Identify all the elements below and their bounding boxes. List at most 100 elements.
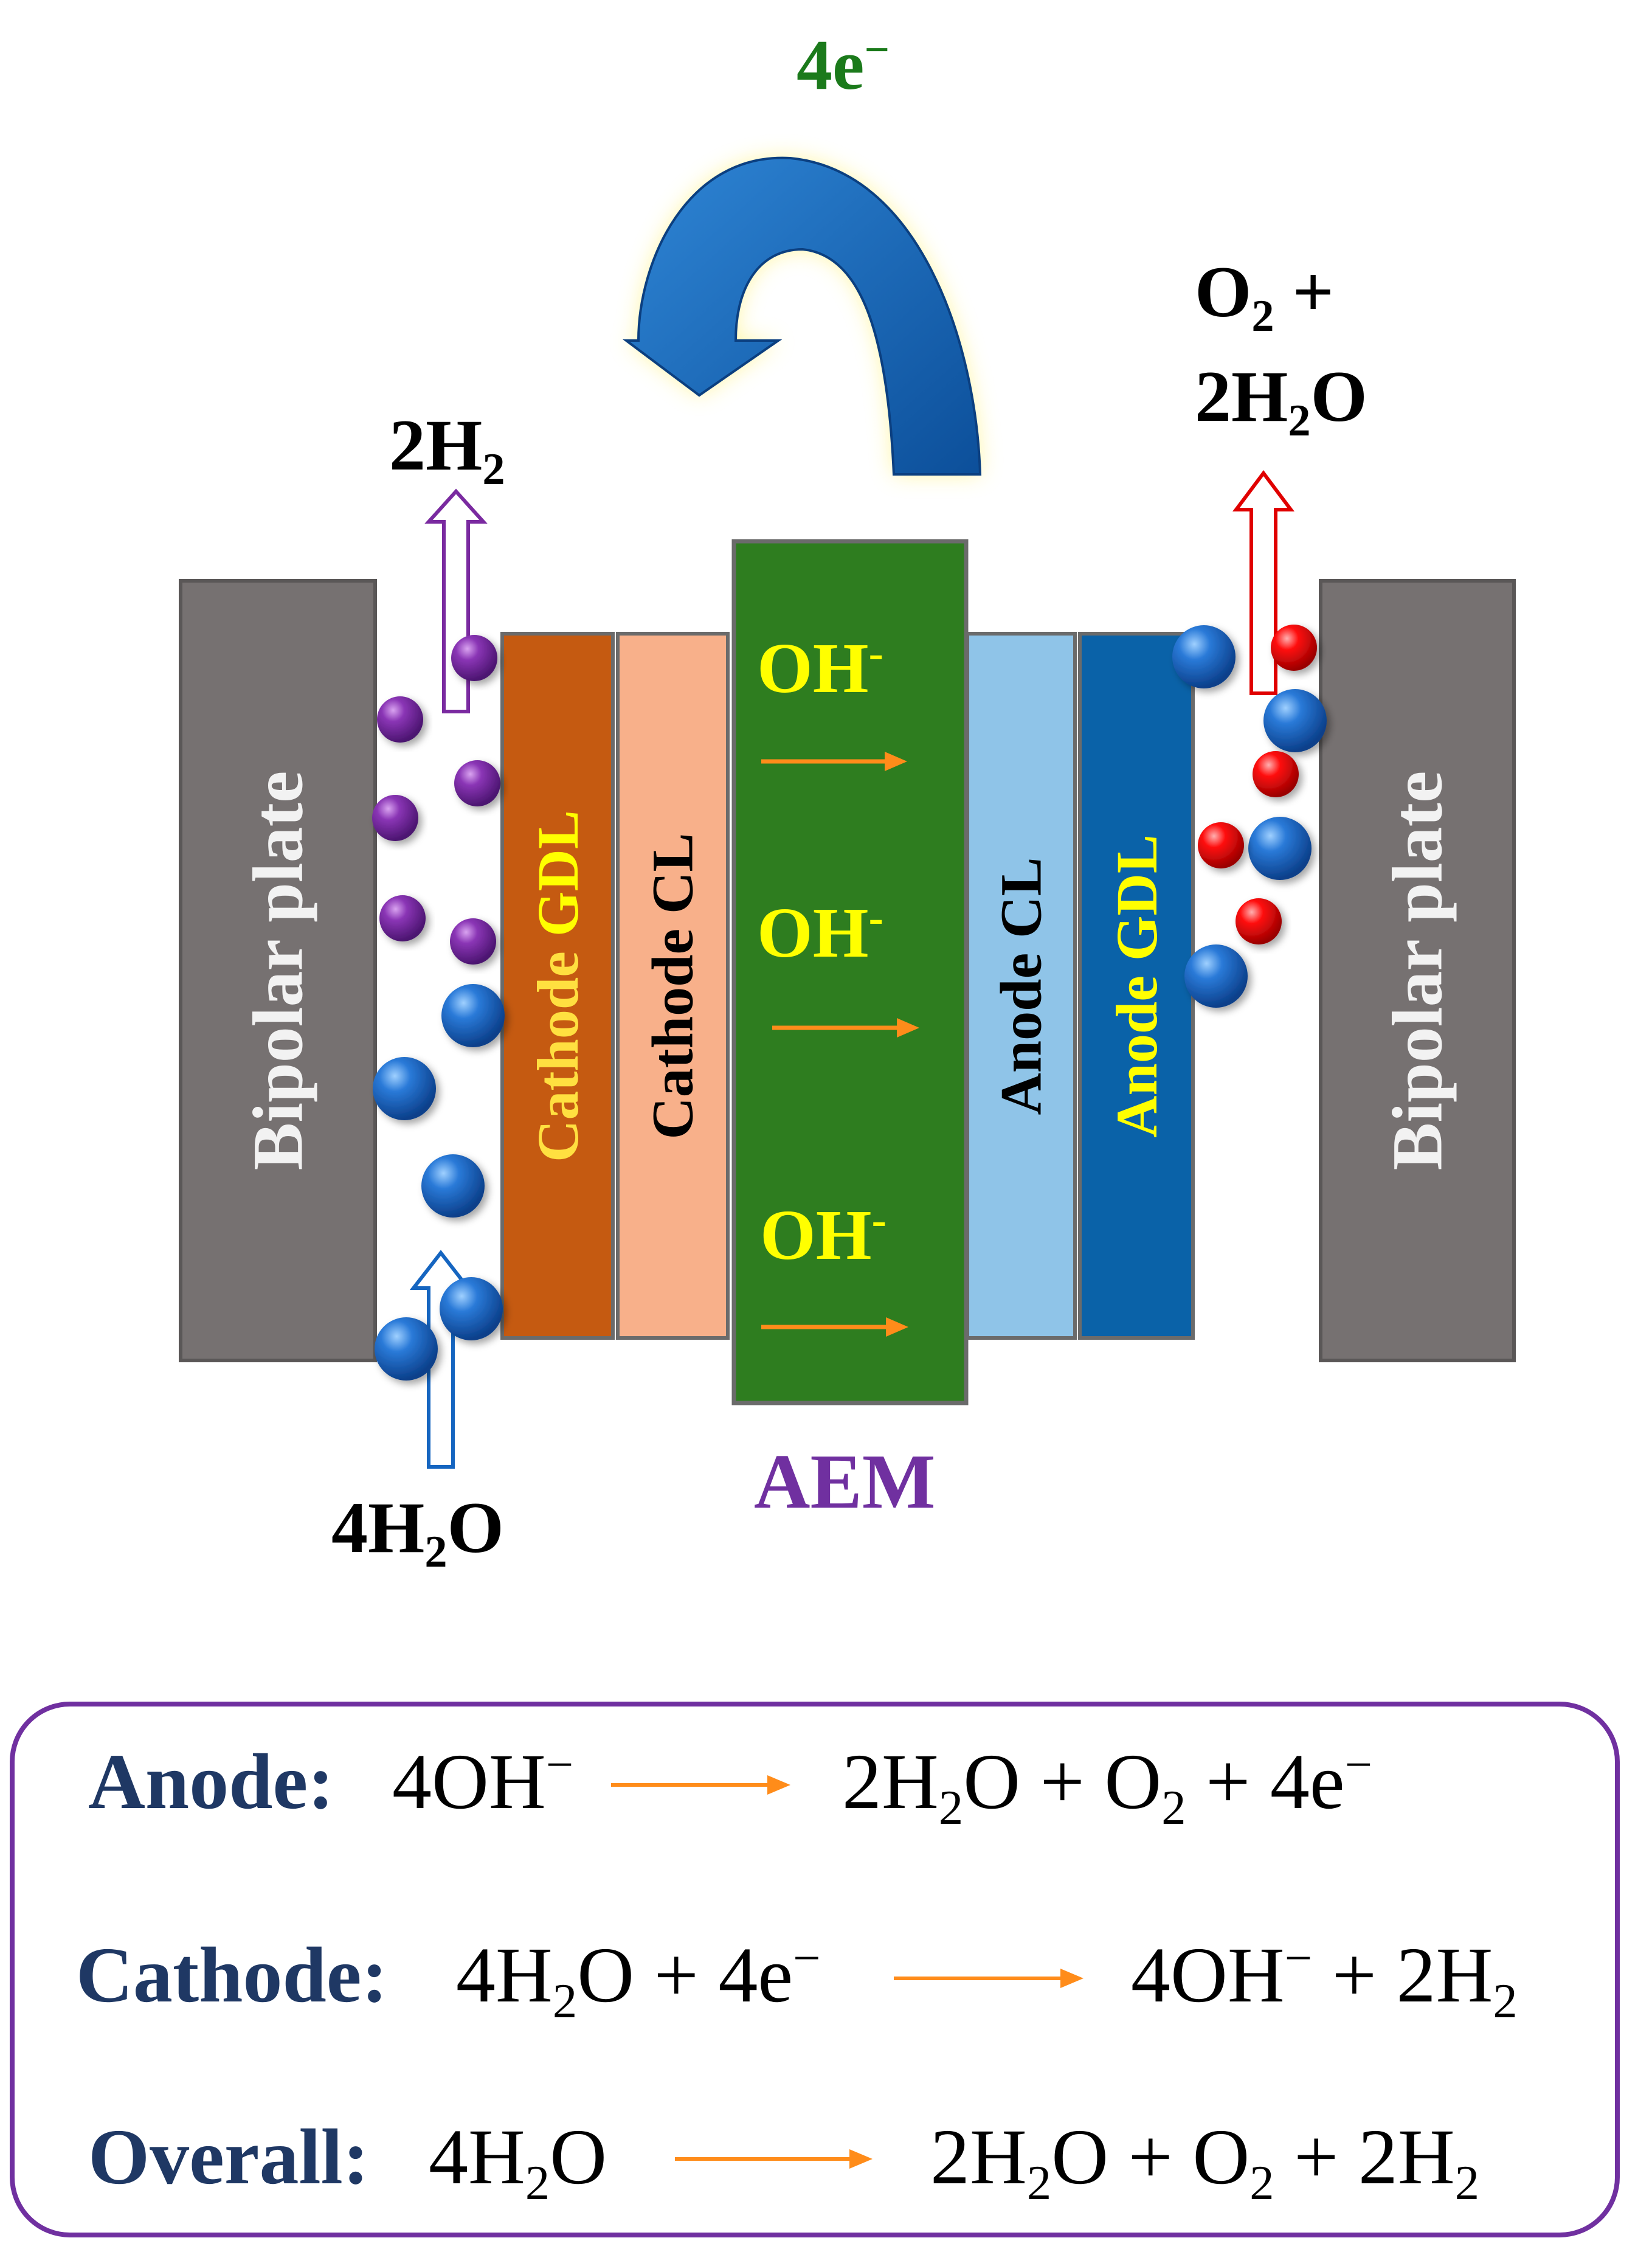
cathode-gdl-label: Cathode GDL	[502, 634, 613, 1338]
water-bubble	[1248, 817, 1312, 880]
overall-rhs-b-sub: 2	[1249, 2155, 1274, 2210]
o2-plus: +	[1274, 251, 1334, 332]
cathode-rhs-a-sup: −	[1284, 1931, 1313, 1986]
cathode-cl-layer	[616, 632, 730, 1340]
anode-rhs-c: + 4e	[1186, 1738, 1345, 1826]
anode-lhs-a: 4OH	[392, 1738, 546, 1826]
left-bipolar-plate	[179, 579, 377, 1362]
oxygen-bubble	[1271, 625, 1317, 671]
o2-sub: 2	[1251, 291, 1274, 341]
anode-rhs-b-sub: 2	[1161, 1780, 1186, 1835]
overall-eq-label: Overall:	[88, 2113, 370, 2201]
h2o-in-coef: 4H	[331, 1487, 425, 1568]
oh-ion-2-base: OH	[757, 893, 869, 972]
hydrogen-bubble	[454, 760, 500, 806]
equation-arrows	[611, 1775, 1083, 2169]
anode-rhs-a: 2H	[842, 1738, 939, 1826]
anode-rhs-a-sub: 2	[938, 1780, 964, 1835]
anode-cl-label: Anode CL	[967, 634, 1075, 1338]
oh-ion-1-base: OH	[757, 628, 869, 708]
anode-gdl-label: Anode GDL	[1080, 634, 1193, 1338]
anode-cl-layer	[966, 632, 1077, 1340]
anode-eq-arrow-head	[767, 1775, 790, 1795]
overall-eq-arrow-head	[849, 2149, 873, 2169]
anode-eq-rhs: 2H2O + O2 + 4e−	[842, 1741, 1372, 1832]
overall-eq-lhs: 4H2O	[429, 2118, 607, 2208]
equation-box	[10, 1702, 1620, 2237]
cathode-lhs-a-sub: 2	[552, 1973, 578, 2028]
oxygen-bubble	[1253, 751, 1299, 797]
aem-membrane	[731, 539, 969, 1405]
oh-ion-label-2: OH-	[757, 895, 883, 969]
left-plate-label: Bipolar plate	[181, 581, 375, 1360]
oh-arrow-2-head	[897, 1018, 919, 1038]
oh-ion-3-base: OH	[760, 1195, 872, 1275]
oxygen-bubble	[1198, 822, 1244, 868]
oh-ion-label-1: OH-	[757, 631, 883, 704]
overall-rhs-c: + 2H	[1274, 2113, 1455, 2201]
overall-lhs-b: O	[550, 2113, 607, 2201]
oh-arrow-3-head	[886, 1317, 908, 1337]
oh-ion-3-sup: -	[871, 1194, 886, 1244]
hydrogen-bubble	[450, 918, 496, 965]
aem-label: AEM	[754, 1438, 936, 1525]
water-inlet-arrow	[409, 1250, 472, 1469]
overall-eq-rhs: 2H2O + O2 + 2H2	[930, 2118, 1479, 2208]
water-bubble	[440, 1277, 503, 1340]
hydrogen-bubble	[372, 795, 418, 841]
cathode-h2-output-label: 2H2	[389, 409, 505, 492]
cathode-eq-arrow-head	[1060, 1969, 1083, 1988]
hydrogen-bubble	[451, 635, 497, 681]
anode-output-line2: 2H2O	[1195, 360, 1367, 443]
electron-arc-body	[623, 156, 982, 476]
h2-sub: 2	[482, 444, 505, 494]
electron-label: 4e−	[797, 27, 890, 101]
right-plate-label-text: Bipolar plate	[1377, 771, 1457, 1171]
hydrogen-bubble	[379, 895, 426, 941]
oh-ion-1-sup: -	[868, 628, 883, 677]
overall-rhs-c-sub: 2	[1454, 2155, 1480, 2210]
anode-eq-lhs: 4OH−	[392, 1741, 573, 1821]
hydrogen-bubble	[377, 696, 423, 743]
cathode-lhs-a: 4H	[456, 1932, 553, 2019]
water-bubble	[1172, 625, 1236, 688]
anode-rhs-b: O + O	[963, 1738, 1162, 1826]
anode-eq-label: Anode:	[88, 1738, 334, 1826]
h2o-in-sub: 2	[424, 1526, 448, 1577]
water-bubble	[375, 1317, 438, 1381]
oxygen-bubble	[1236, 898, 1282, 944]
cathode-lhs-b-sup: −	[793, 1931, 821, 1986]
oh-ion-label-3: OH-	[760, 1197, 886, 1271]
anode-lhs-sup: −	[545, 1738, 574, 1792]
electron-sup: −	[864, 24, 890, 74]
overall-lhs-a-sub: 2	[525, 2155, 550, 2210]
cathode-eq-lhs: 4H2O + 4e−	[456, 1934, 821, 2026]
cathode-rhs-b: + 2H	[1312, 1932, 1493, 2019]
overall-lhs-a: 4H	[429, 2113, 525, 2201]
oh-arrow-1-head	[885, 752, 907, 771]
anode-rhs-c-sup: −	[1344, 1738, 1373, 1792]
overall-rhs-a: 2H	[930, 2113, 1027, 2201]
cathode-rhs-a: 4OH	[1131, 1932, 1285, 2019]
oh-ion-2-sup: -	[868, 892, 883, 942]
h2o-in-rest: O	[447, 1487, 504, 1568]
water-bubble	[421, 1154, 485, 1218]
cathode-eq-rhs: 4OH− + 2H2	[1131, 1934, 1518, 2026]
electron-flow-arc	[623, 156, 982, 476]
cathode-cl-label: Cathode CL	[618, 634, 728, 1338]
overall-rhs-b: O + O	[1051, 2113, 1250, 2201]
gas-and-water-bubbles	[372, 625, 1327, 1381]
anode-gdl-layer	[1078, 632, 1195, 1340]
cathode-lhs-b: O + 4e	[577, 1932, 793, 2019]
oh-transport-arrows	[761, 752, 919, 1337]
h2o-out-coef: 2H	[1195, 356, 1288, 437]
anode-cl-label-text: Anode CL	[989, 856, 1054, 1115]
anode-gdl-suffix: GDL	[1104, 834, 1169, 961]
left-plate-label-text: Bipolar plate	[238, 771, 318, 1171]
right-bipolar-plate	[1319, 579, 1516, 1362]
water-bubble	[1263, 689, 1327, 752]
water-bubble	[373, 1057, 436, 1120]
cathode-eq-label: Cathode:	[76, 1932, 388, 2019]
cathode-gdl-suffix: GDL	[525, 809, 590, 937]
